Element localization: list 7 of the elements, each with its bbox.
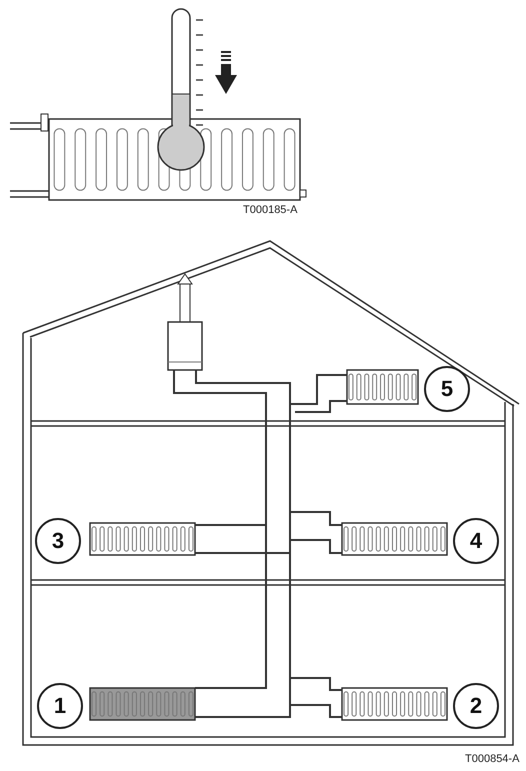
- callout-number: 3: [35, 518, 81, 564]
- callout-number: 4: [453, 518, 499, 564]
- callout-number: 1: [37, 683, 83, 729]
- callout-number: 2: [453, 683, 499, 729]
- figure-code: T000185-A: [243, 204, 298, 216]
- figure-code: T000854-A: [465, 753, 520, 765]
- callout-number: 5: [424, 366, 470, 412]
